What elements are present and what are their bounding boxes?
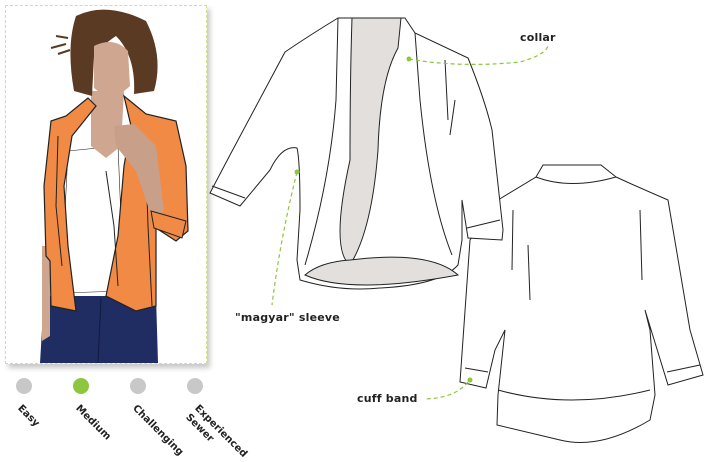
back-view-drawing (459, 164, 704, 443)
collar-marker-dot (406, 56, 412, 62)
sleeve-marker-dot (294, 169, 300, 175)
difficulty-dot-medium (73, 378, 89, 394)
front-view-drawing (209, 17, 504, 290)
difficulty-dot-easy (16, 378, 32, 394)
difficulty-dot-experienced (187, 378, 203, 394)
callout-magyar-sleeve: "magyar" sleeve (235, 311, 340, 324)
difficulty-dot-challenging (130, 378, 146, 394)
model-illustration (5, 5, 207, 364)
model-figure (40, 9, 189, 363)
callout-collar: collar (520, 31, 556, 44)
callout-cuff-band: cuff band (357, 392, 418, 405)
cuff-marker-dot (467, 377, 473, 383)
